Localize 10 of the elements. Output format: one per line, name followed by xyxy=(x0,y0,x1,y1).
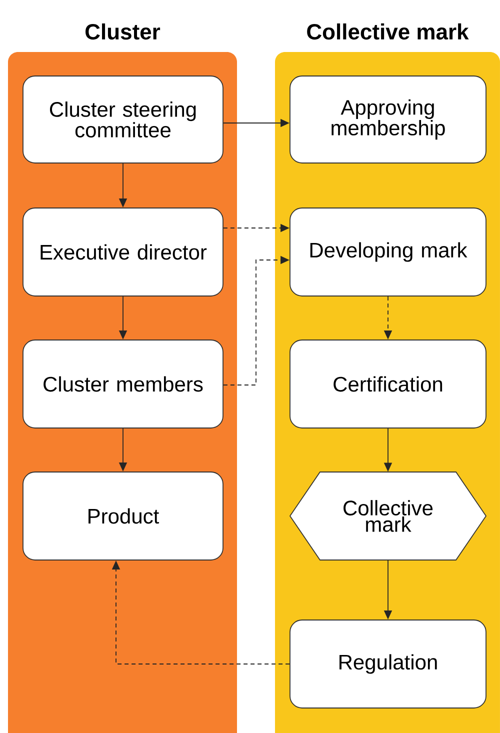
process-box: Approving membership xyxy=(290,76,486,164)
process-box: Regulation xyxy=(290,620,486,708)
process-box: Executive director xyxy=(22,208,224,296)
node-label: Cluster xyxy=(86,23,160,40)
process-box: Product xyxy=(22,472,224,560)
process-box: Developing mark xyxy=(290,208,486,296)
node-label: Collective mark xyxy=(307,23,469,40)
process-box: Cluster steering committee xyxy=(22,76,224,164)
process-box: Cluster members xyxy=(22,340,224,428)
process-box: Certification xyxy=(290,340,486,428)
